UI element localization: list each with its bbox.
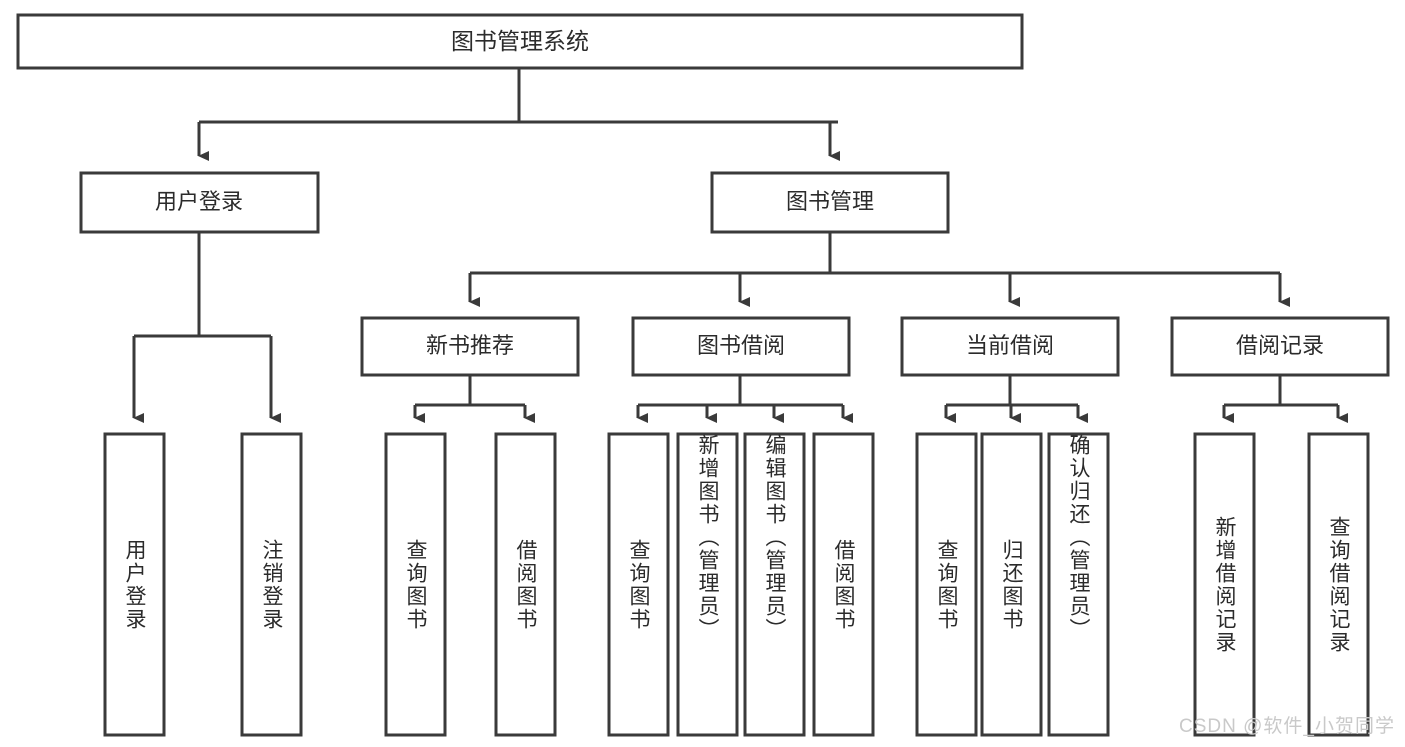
- edges-userlogin-to-leaves: [132, 232, 281, 423]
- leaf-box-user-login-1[interactable]: [240, 432, 303, 737]
- leaf-box-user-login-0[interactable]: [103, 432, 166, 737]
- node-borrow-record-label: 借阅记录: [1236, 333, 1324, 358]
- node-book-management-label: 图书管理: [786, 189, 874, 214]
- node-new-book-recommend[interactable]: 新书推荐: [360, 316, 580, 377]
- node-new-book-recommend-label: 新书推荐: [426, 333, 514, 358]
- edges-bookborrow-to-leaves: [636, 375, 853, 423]
- node-root[interactable]: 图书管理系统: [16, 13, 1024, 70]
- node-borrow-record[interactable]: 借阅记录: [1170, 316, 1390, 377]
- leaf-box-current-borrow-0[interactable]: [915, 432, 978, 737]
- leaf-boxes-user-login: [103, 432, 303, 737]
- leaf-box-current-borrow-2[interactable]: [1047, 432, 1110, 737]
- leaf-box-current-borrow-1[interactable]: [980, 432, 1043, 737]
- leaf-box-book-borrow-0[interactable]: [607, 432, 670, 737]
- node-book-borrow-label: 图书借阅: [697, 333, 785, 358]
- node-book-management[interactable]: 图书管理: [710, 171, 950, 234]
- leaf-box-book-borrow-3[interactable]: [812, 432, 875, 737]
- leaf-box-book-borrow-1[interactable]: [676, 432, 739, 737]
- node-user-login-label: 用户登录: [155, 189, 243, 214]
- leaf-box-new-book-0[interactable]: [384, 432, 447, 737]
- leaf-box-new-book-1[interactable]: [494, 432, 557, 737]
- leaf-boxes-borrow-record: [1193, 432, 1370, 737]
- node-current-borrow[interactable]: 当前借阅: [900, 316, 1120, 377]
- leaf-box-borrow-record-1[interactable]: [1307, 432, 1370, 737]
- node-book-borrow[interactable]: 图书借阅: [631, 316, 851, 377]
- leaf-boxes-new-book-recommend: [384, 432, 557, 737]
- csdn-watermark: CSDN @软件_小贺同学: [1179, 716, 1395, 737]
- edges-booksmgmt-to-level3: [468, 232, 1290, 307]
- node-current-borrow-label: 当前借阅: [966, 333, 1054, 358]
- leaf-boxes-current-borrow: [915, 432, 1110, 737]
- leaf-box-borrow-record-0[interactable]: [1193, 432, 1256, 737]
- edges-newbook-to-leaves: [413, 375, 535, 423]
- edges-borrowrecord-to-leaves: [1222, 375, 1348, 423]
- edges-root-to-level2: [197, 68, 840, 161]
- leaf-box-book-borrow-2[interactable]: [743, 432, 806, 737]
- node-user-login[interactable]: 用户登录: [79, 171, 320, 234]
- leaf-boxes-book-borrow: [607, 432, 875, 737]
- node-root-label: 图书管理系统: [451, 28, 589, 54]
- edges-currentborrow-to-leaves: [944, 375, 1088, 423]
